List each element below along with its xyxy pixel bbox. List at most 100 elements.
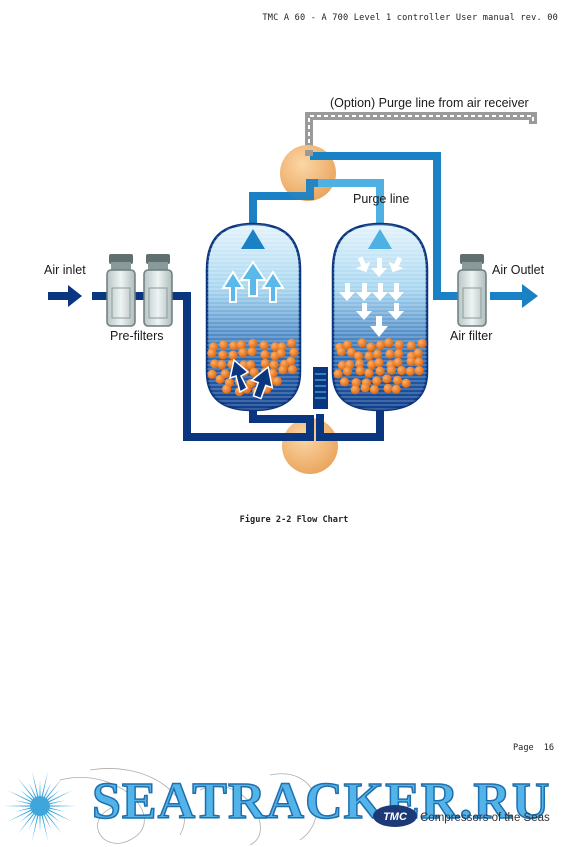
desiccant-bead <box>336 347 346 357</box>
left-tank-bottom-arrows <box>228 358 274 400</box>
starburst-ray <box>48 809 73 822</box>
desiccant-bead <box>276 348 286 358</box>
starburst-ray <box>7 809 32 822</box>
air-outlet-label: Air Outlet <box>492 263 545 277</box>
desiccant-bead <box>259 340 269 350</box>
starburst-ray <box>19 811 33 823</box>
desiccant-bead <box>392 375 403 385</box>
desiccant-bead <box>238 348 248 358</box>
desiccant-bead <box>364 351 374 361</box>
starburst-ray <box>14 800 31 805</box>
starburst-ray <box>43 814 52 830</box>
starburst-ray <box>17 813 35 835</box>
figure-caption: Figure 2-2 Flow Chart <box>239 515 349 525</box>
desiccant-bead <box>337 360 347 370</box>
desiccant-bead <box>413 348 423 358</box>
starburst-ray <box>14 807 31 812</box>
desiccant-bead <box>289 347 299 357</box>
desiccant-bead <box>210 359 220 369</box>
desiccant-bead <box>353 351 364 361</box>
desiccant-bead <box>236 340 246 350</box>
desiccant-bead <box>372 349 383 359</box>
starburst-ray <box>19 789 33 801</box>
starburst-ray <box>50 805 76 807</box>
desiccant-bead <box>249 367 259 377</box>
desiccant-bead <box>376 340 386 350</box>
desiccant-bead <box>386 365 396 375</box>
desiccant-bead <box>364 368 374 378</box>
desiccant-bead <box>357 338 367 348</box>
starburst-ray <box>39 780 41 796</box>
starburst-ray <box>43 782 52 798</box>
left-tank-up-arrows <box>221 260 285 303</box>
desiccant-bead <box>375 366 385 376</box>
desiccant-bead <box>374 358 384 368</box>
desiccant-bead <box>270 342 280 352</box>
air-inlet-label: Air inlet <box>44 263 86 277</box>
desiccant-bead <box>215 374 225 384</box>
desiccant-bead <box>269 360 279 370</box>
desiccant-bead <box>355 359 365 369</box>
starburst-ray <box>45 777 63 799</box>
desiccant-bead <box>229 341 239 351</box>
desiccant-bead <box>414 357 424 367</box>
pre-filter-2 <box>143 254 173 327</box>
starburst-ray <box>7 790 32 803</box>
desiccant-bead <box>383 383 393 394</box>
air-filter-label: Air filter <box>450 329 492 343</box>
inlet-arrow <box>48 285 82 307</box>
desiccant-bead <box>272 376 282 386</box>
desiccant-bead <box>218 350 228 360</box>
starburst-ray <box>28 814 37 830</box>
desiccant-bead <box>382 374 392 384</box>
desiccant-bead <box>222 384 232 394</box>
desiccant-bead <box>343 340 353 350</box>
starburst-ray <box>48 790 73 803</box>
starburst-ray <box>41 815 48 842</box>
desiccant-bead <box>219 340 229 350</box>
desiccant-bead <box>414 366 424 376</box>
desiccant-bead <box>372 376 382 386</box>
starburst-ray <box>32 815 39 842</box>
starburst-ray <box>45 813 63 835</box>
starburst-ray <box>47 811 61 823</box>
flow-chart-diagram: (Option) Purge line from air receiver Pu… <box>44 96 545 474</box>
desiccant-bead <box>217 360 227 370</box>
desiccant-bead <box>366 342 376 352</box>
desiccant-bead <box>333 369 343 379</box>
purge-line-label: Purge line <box>353 192 409 206</box>
option-purge-label: (Option) Purge line from air receiver <box>330 96 529 110</box>
desiccant-bead <box>247 347 257 357</box>
starburst-ray <box>32 770 39 797</box>
desiccant-bead <box>417 338 427 349</box>
swirl-decoration <box>59 768 318 846</box>
desiccant-bead <box>369 384 379 395</box>
page-value: 16 <box>543 743 555 753</box>
exhaust-pipe <box>316 403 384 441</box>
desiccant-bead <box>360 383 370 393</box>
desiccant-bead <box>351 378 361 388</box>
desiccant-bead <box>406 341 416 351</box>
desiccant-bead <box>260 358 270 369</box>
desiccant-bead <box>228 350 238 360</box>
desiccant-bead <box>207 369 217 379</box>
tmc-logo-text: TMC <box>383 811 408 823</box>
right-tank-down-arrows <box>339 256 404 337</box>
desiccant-bead <box>343 366 353 376</box>
starburst-logo <box>4 770 76 842</box>
desiccant-bead <box>346 347 356 357</box>
starburst-ray <box>17 777 35 799</box>
desiccant-bead <box>406 356 416 366</box>
desiccant-bead <box>355 366 365 376</box>
silencer <box>313 367 328 409</box>
tmc-logo <box>373 805 417 827</box>
desiccant-bead <box>287 365 297 375</box>
desiccant-bead <box>405 366 415 376</box>
inlet-pipe <box>92 292 314 441</box>
desiccant-bead <box>339 377 350 387</box>
desiccant-bead <box>207 348 217 358</box>
starburst-ray <box>28 782 37 798</box>
desiccant-bead <box>278 365 288 375</box>
desiccant-bead <box>286 356 296 366</box>
tagline: Compressors of the Seas <box>420 812 550 824</box>
